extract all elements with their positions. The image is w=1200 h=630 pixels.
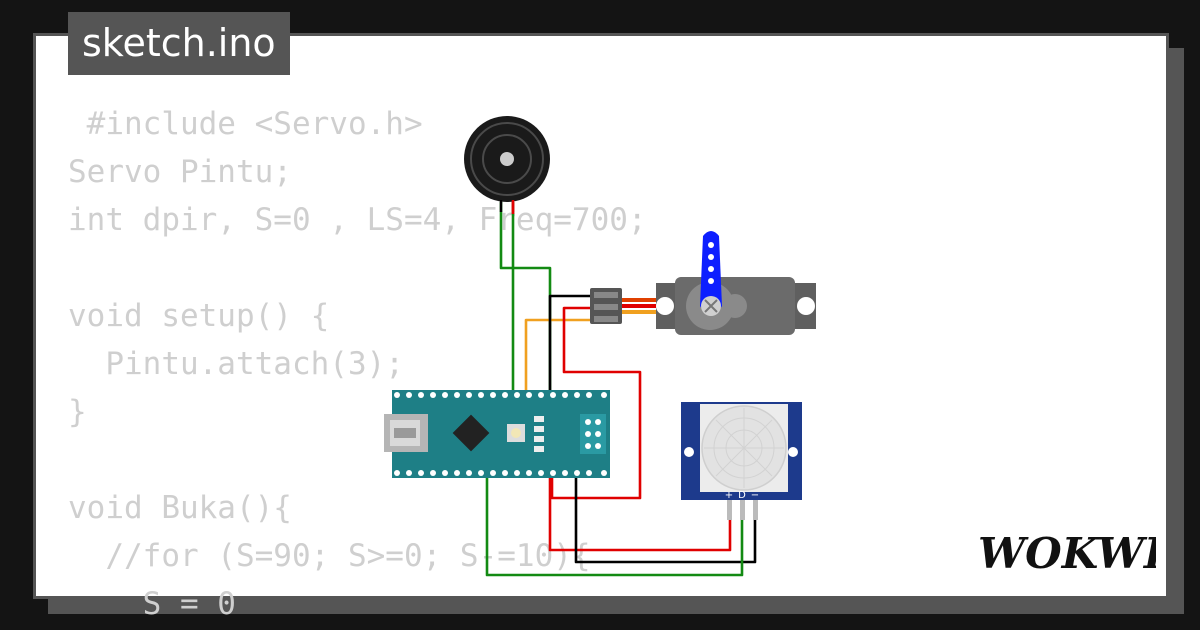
code-line: //for (S=90; S>=0; S-=10){ — [68, 538, 591, 574]
wire-servo-signal — [524, 318, 596, 398]
servo-icon[interactable] — [590, 231, 816, 335]
wire-pir-ground — [574, 468, 757, 564]
wire-servo-ground — [548, 294, 596, 398]
wires — [485, 202, 757, 577]
nano-top-pins — [394, 392, 607, 398]
wokwi-logo: WOKWI — [978, 529, 1156, 578]
wire-servo-power — [550, 306, 642, 500]
nano-bottom-pins — [394, 470, 607, 476]
code-line: #include <Servo.h> — [68, 106, 423, 142]
pir-pin-gnd-label: − — [751, 490, 759, 501]
pir-sensor-icon[interactable]: + D − — [681, 402, 802, 520]
filename-tab[interactable]: sketch.ino — [68, 12, 290, 75]
pir-pin-data-label: D — [738, 490, 746, 501]
code-line: } — [68, 394, 87, 430]
code-line: Servo Pintu; — [68, 154, 292, 190]
code-preview: #include <Servo.h> Servo Pintu; int dpir, … — [68, 100, 647, 628]
code-line: Pintu.attach(3); — [68, 346, 404, 382]
code-line: int dpir, S=0 , LS=4, Freq=700; — [68, 202, 647, 238]
wire-pir-power — [548, 468, 732, 552]
code-line: void setup() { — [68, 298, 330, 334]
wire-pir-data — [485, 468, 744, 577]
buzzer-icon[interactable] — [464, 116, 550, 212]
code-line: void Buka(){ — [68, 490, 292, 526]
code-line: S = 0 — [68, 586, 236, 622]
wokwi-logo-text: WOKWI — [978, 529, 1156, 578]
arduino-nano-icon[interactable] — [384, 390, 610, 478]
pir-pin-vcc-label: + — [725, 490, 733, 501]
